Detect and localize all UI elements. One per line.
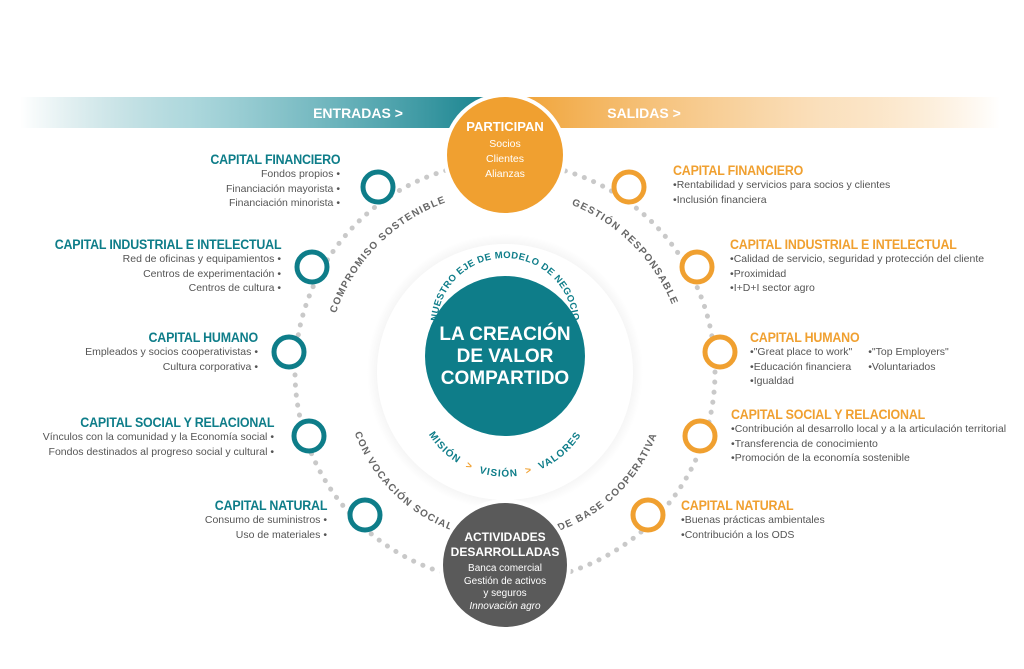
entrada-capital-natural: CAPITAL NATURAL Consumo de suministros U…	[205, 498, 327, 542]
salida-capital-natural: CAPITAL NATURAL Buenas prácticas ambient…	[681, 498, 825, 542]
entrada-item: Financiación mayorista	[199, 182, 340, 197]
salida-item: "Great place to work"	[750, 345, 853, 360]
salida-item: "Top Employers"	[868, 345, 949, 360]
center-core	[425, 276, 585, 436]
entrada-capital-humano: CAPITAL HUMANO Empleados y socios cooper…	[85, 330, 258, 374]
salida-item: Igualdad	[750, 374, 852, 389]
salida-item: Calidad de servicio, seguridad y protecc…	[730, 252, 984, 267]
actividades-title-1: ACTIVIDADES	[464, 530, 545, 544]
entrada-title: CAPITAL HUMANO	[148, 330, 259, 345]
entrada-item: Cultura corporativa	[85, 360, 258, 375]
entradas-label: ENTRADAS >	[313, 105, 403, 121]
salidas-label: SALIDAS >	[607, 105, 681, 121]
salida-marker-humano	[702, 334, 738, 370]
center-title-1: LA CREACIÓN	[439, 323, 570, 345]
entrada-marker-industrial	[294, 249, 330, 285]
participan-item-2: Clientes	[486, 153, 524, 165]
salida-item: Educación financiera	[750, 360, 852, 375]
entrada-title: CAPITAL NATURAL	[214, 498, 328, 513]
salida-item: Rentabilidad y servicios para socios y c…	[673, 178, 891, 193]
entrada-item: Vínculos con la comunidad y la Economía …	[43, 430, 274, 445]
entrada-marker-humano	[271, 334, 307, 370]
salida-capital-social: CAPITAL SOCIAL Y RELACIONAL Contribución…	[731, 407, 1006, 466]
salida-title: CAPITAL SOCIAL Y RELACIONAL	[731, 407, 926, 422]
participan-item-3: Alianzas	[485, 168, 525, 180]
entrada-title: CAPITAL FINANCIERO	[209, 152, 340, 167]
actividades-item-3: y seguros	[483, 588, 526, 599]
center-title-3: COMPARTIDO	[441, 368, 569, 389]
entrada-capital-industrial: CAPITAL INDUSTRIAL E INTELECTUAL Red de …	[35, 237, 281, 296]
vision-label: VISIÓN	[478, 465, 518, 480]
participan-title: PARTICIPAN	[466, 119, 544, 134]
salida-marker-social	[682, 418, 718, 454]
participan-disk	[447, 97, 563, 213]
entrada-marker-social	[291, 418, 327, 454]
arrow-sep-1: >	[464, 460, 475, 473]
salida-item: Promoción de la economía sostenible	[731, 451, 1006, 466]
entrada-marker-natural	[347, 497, 383, 533]
salida-item: Voluntariados	[868, 360, 949, 375]
salidas-band	[505, 97, 1000, 128]
arrow-sep-2: >	[524, 465, 534, 477]
center-title-2: DE VALOR	[457, 346, 554, 367]
entrada-title: CAPITAL SOCIAL Y RELACIONAL	[79, 415, 274, 430]
salida-title: CAPITAL FINANCIERO	[673, 163, 804, 178]
salida-item: Buenas prácticas ambientales	[681, 513, 825, 528]
salida-marker-industrial	[679, 249, 715, 285]
actividades-item-4: Innovación agro	[469, 601, 541, 612]
actividades-disk	[443, 503, 567, 627]
entrada-item: Consumo de suministros	[205, 513, 327, 528]
entrada-item: Fondos propios	[199, 167, 340, 182]
entrada-item: Fondos destinados al progreso social y c…	[43, 445, 274, 460]
entrada-item: Uso de materiales	[205, 528, 327, 543]
actividades-title-2: DESARROLLADAS	[451, 545, 560, 559]
salida-item: Inclusión financiera	[673, 193, 890, 208]
entrada-title: CAPITAL INDUSTRIAL E INTELECTUAL	[54, 237, 281, 252]
entrada-marker-financiero	[360, 169, 396, 205]
entrada-capital-social: CAPITAL SOCIAL Y RELACIONAL Vínculos con…	[43, 415, 274, 459]
salida-title: CAPITAL INDUSTRIAL E INTELECTUAL	[730, 237, 957, 252]
entrada-item: Centros de experimentación	[35, 267, 281, 282]
actividades-item-1: Banca comercial	[468, 563, 542, 574]
salida-item: Contribución al desarrollo local y a la …	[731, 422, 1006, 437]
salida-title: CAPITAL NATURAL	[681, 498, 794, 513]
salida-capital-humano: CAPITAL HUMANO "Great place to work" Edu…	[750, 330, 949, 389]
salida-marker-financiero	[611, 169, 647, 205]
actividades-item-2: Gestión de activos	[464, 576, 546, 587]
salida-item: I+D+I sector agro	[730, 281, 984, 296]
salida-item: Contribución a los ODS	[681, 528, 825, 543]
entrada-item: Financiación minorista	[199, 196, 340, 211]
entrada-capital-financiero: CAPITAL FINANCIERO Fondos propios Financ…	[199, 152, 340, 211]
entrada-item: Centros de cultura	[35, 281, 281, 296]
entrada-item: Empleados y socios cooperativistas	[85, 345, 258, 360]
salida-capital-financiero: CAPITAL FINANCIERO Rentabilidad y servic…	[673, 163, 890, 207]
salida-capital-industrial: CAPITAL INDUSTRIAL E INTELECTUAL Calidad…	[730, 237, 984, 296]
participan-item-1: Socios	[489, 138, 521, 150]
salida-marker-natural	[630, 497, 666, 533]
entrada-item: Red de oficinas y equipamientos	[35, 252, 281, 267]
salida-item: Transferencia de conocimiento	[731, 437, 1006, 452]
salida-title: CAPITAL HUMANO	[750, 330, 860, 345]
salida-item: Proximidad	[730, 267, 984, 282]
entradas-band	[20, 97, 505, 128]
